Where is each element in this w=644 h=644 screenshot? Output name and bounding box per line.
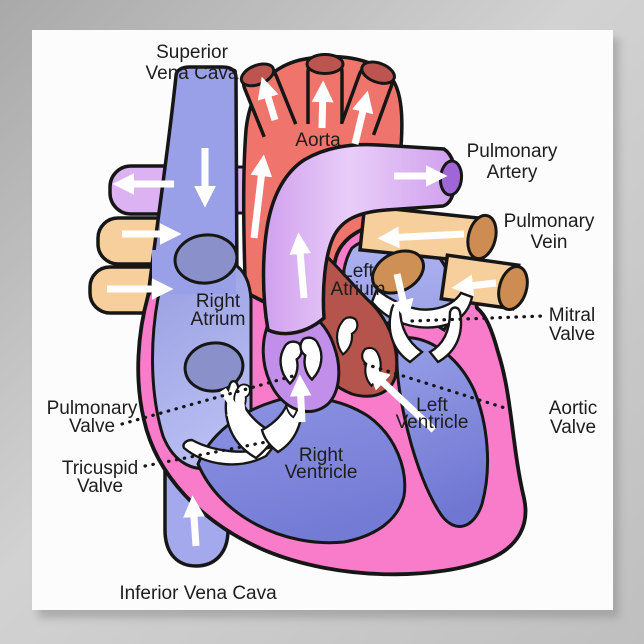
flow-arrow-left-atrium-down <box>392 273 414 322</box>
pulmonary-valve-leader-line <box>120 374 295 426</box>
flow-arrow-aorta-branch-middle <box>311 80 334 129</box>
tricuspid-valve-leader-line <box>143 440 268 468</box>
flow-arrow-aorta-branch-right <box>351 90 374 145</box>
leader-lines <box>120 314 545 468</box>
left-atrium-vein-opening <box>371 249 425 295</box>
flow-arrow-ivc-up <box>183 495 205 547</box>
inferior-vena-cava-opening <box>183 341 245 393</box>
blood-flow-arrows <box>107 76 497 547</box>
flow-arrow-right-pulmonary-vein-upper <box>377 226 465 249</box>
label-inferior-vena-cava: Inferior Vena Cava <box>119 583 277 604</box>
flow-arrow-right-atrium-to-ventricle <box>220 388 248 428</box>
flow-arrow-pulmonary-trunk <box>289 232 312 299</box>
tricuspid-chordae-band <box>182 438 278 466</box>
mitral-valve-leader-line <box>410 314 545 323</box>
left-ventricle-chamber <box>395 336 490 528</box>
flow-arrow-right-pulmonary-vein-lower <box>451 274 497 297</box>
aorta-branch-middle <box>305 53 345 126</box>
flow-arrow-ascending-aorta <box>250 154 273 239</box>
label-aorta: Aorta <box>295 130 341 151</box>
superior-vena-cava-opening <box>173 233 239 285</box>
right-pulmonary-vein-lower-cap <box>497 265 529 311</box>
aorta-branch-right <box>339 60 397 137</box>
flow-arrow-right-ventricle-up <box>289 374 312 423</box>
flow-arrow-aorta-branch-left <box>257 76 279 122</box>
aortic-valve-leader-line <box>363 362 507 410</box>
flow-arrow-left-ventricle-to-aorta <box>367 367 437 433</box>
mitral-leaflet-right <box>428 306 463 364</box>
